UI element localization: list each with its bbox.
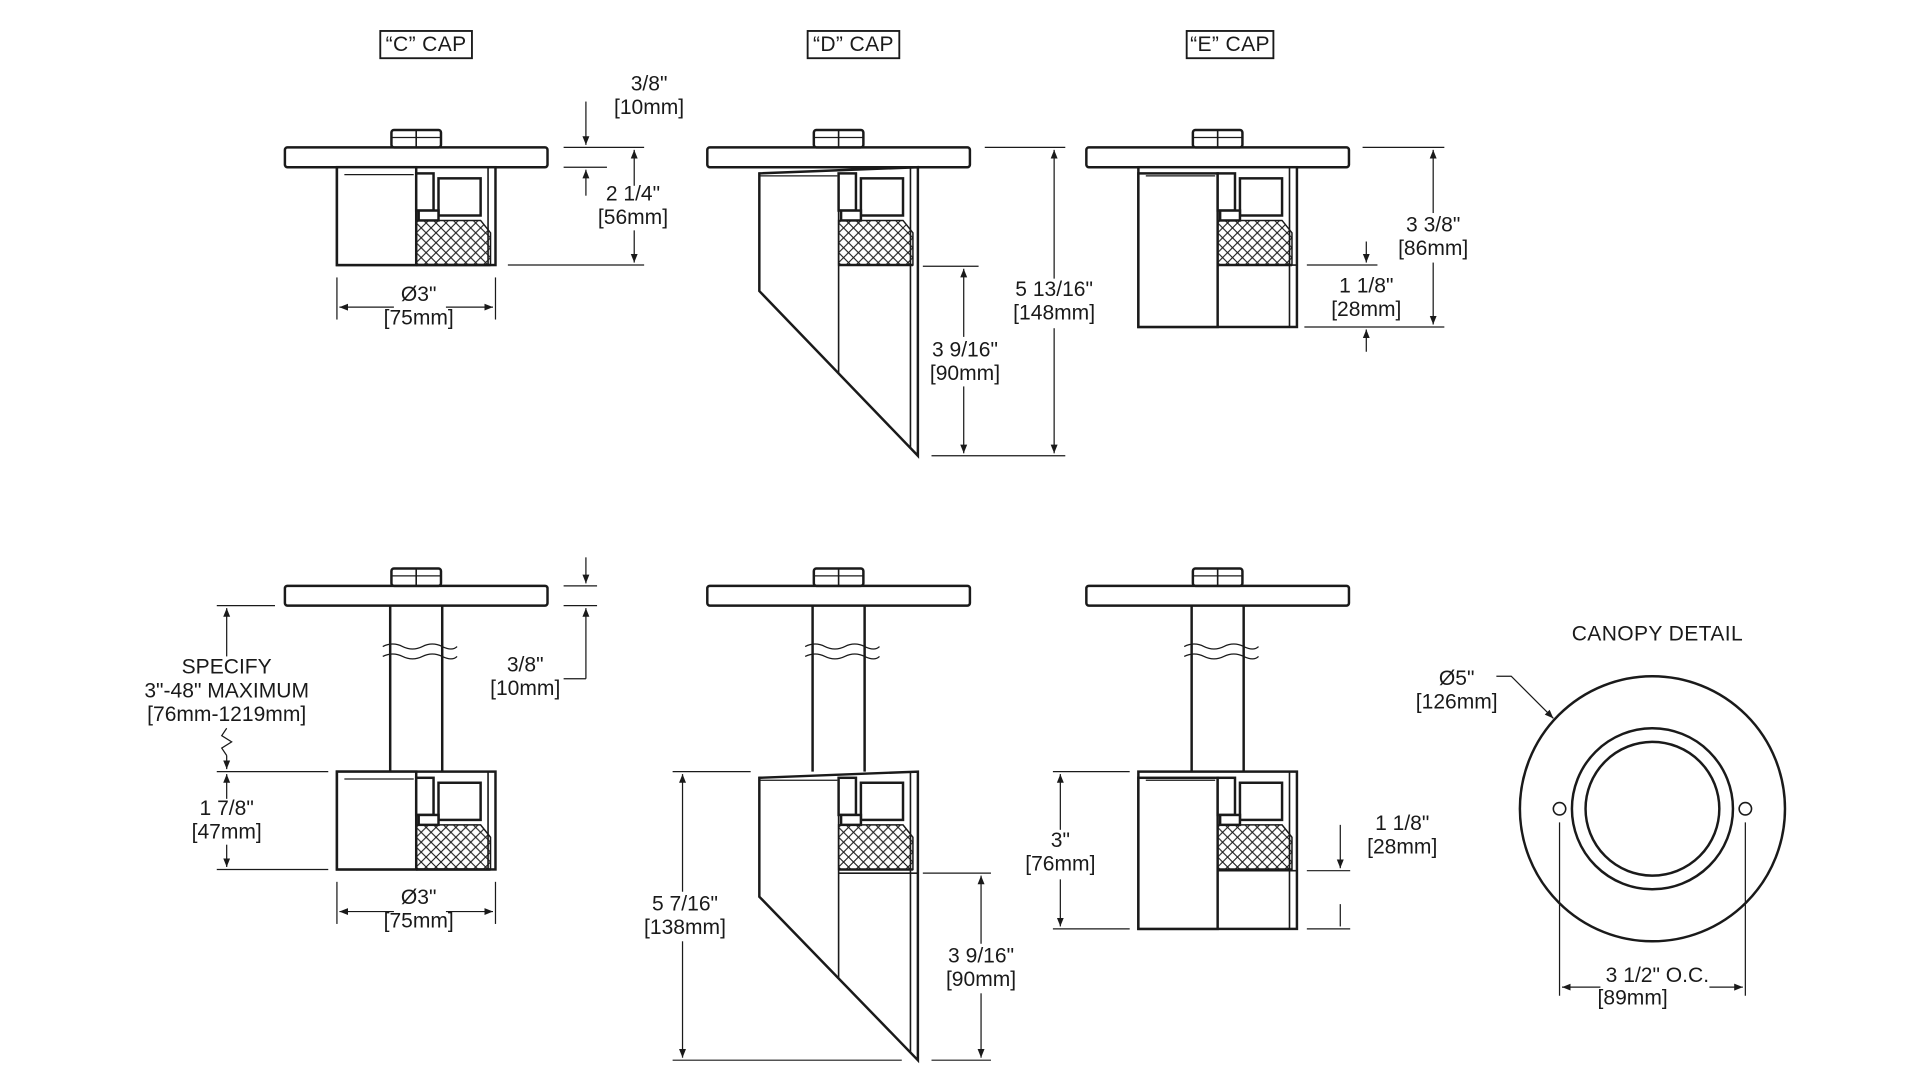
svg-text:Ø3": Ø3": [401, 886, 437, 909]
svg-text:[28mm]: [28mm]: [1367, 835, 1437, 858]
svg-text:3": 3": [1051, 829, 1070, 852]
svg-text:“D” CAP: “D” CAP: [813, 33, 894, 56]
svg-text:5 7/16": 5 7/16": [652, 892, 718, 915]
d-cap-top-dims: 5 13/16" [148mm] 3 9/16" [90mm]: [922, 146, 1095, 457]
svg-text:3 9/16": 3 9/16": [948, 944, 1014, 967]
e-cap-top-dims: 3 3/8" [86mm] 1 1/8" [28mm]: [1304, 146, 1468, 352]
svg-text:[75mm]: [75mm]: [384, 306, 454, 329]
e-cap-stem-view: [1085, 567, 1351, 931]
svg-text:[10mm]: [10mm]: [490, 677, 560, 700]
title-e-cap: “E” CAP: [1185, 30, 1275, 60]
svg-text:[10mm]: [10mm]: [614, 96, 684, 119]
svg-text:[47mm]: [47mm]: [192, 820, 262, 843]
title-canopy-detail: CANOPY DETAIL: [1572, 622, 1743, 645]
svg-text:2 1/4": 2 1/4": [606, 183, 660, 206]
svg-text:[75mm]: [75mm]: [384, 910, 454, 933]
e-cap-top-view: [1085, 128, 1351, 329]
title-c-cap: “C” CAP: [379, 30, 473, 60]
title-d-cap: “D” CAP: [806, 30, 901, 60]
c-cap-top-dims: 3/8" [10mm] 2 1/4" [56mm] Ø3" [75mm]: [336, 72, 684, 329]
svg-text:[90mm]: [90mm]: [930, 362, 1000, 385]
mounting-hole-right: [1738, 801, 1753, 816]
svg-text:[126mm]: [126mm]: [1416, 690, 1498, 713]
c-cap-top-view: [283, 128, 549, 267]
svg-text:“E” CAP: “E” CAP: [1190, 33, 1270, 56]
svg-text:“C” CAP: “C” CAP: [386, 33, 467, 56]
svg-text:5 13/16": 5 13/16": [1015, 278, 1093, 301]
svg-text:Ø3": Ø3": [401, 283, 437, 306]
svg-text:[138mm]: [138mm]: [644, 916, 726, 939]
mounting-hole-left: [1552, 801, 1567, 816]
svg-text:1 1/8": 1 1/8": [1375, 812, 1429, 835]
svg-text:3 1/2" O.C.: 3 1/2" O.C.: [1606, 964, 1709, 987]
svg-text:3 3/8": 3 3/8": [1406, 214, 1460, 237]
svg-text:[76mm-1219mm]: [76mm-1219mm]: [147, 703, 306, 726]
svg-text:3"-48" MAXIMUM: 3"-48" MAXIMUM: [144, 679, 309, 702]
canopy-detail-dims: Ø5" [126mm] 3 1/2" O.C. [89mm]: [1416, 667, 1746, 1009]
svg-text:[76mm]: [76mm]: [1025, 853, 1095, 876]
svg-text:Ø5": Ø5": [1439, 667, 1475, 690]
d-cap-stem-view: [706, 567, 972, 1064]
svg-text:[90mm]: [90mm]: [946, 968, 1016, 991]
svg-text:1 7/8": 1 7/8": [200, 797, 254, 820]
svg-text:[89mm]: [89mm]: [1598, 986, 1668, 1009]
canopy-detail-view: [1518, 675, 1787, 943]
d-cap-stem-dims: 5 7/16" [138mm] 3 9/16" [90mm]: [644, 770, 1016, 1061]
svg-text:1 1/8": 1 1/8": [1339, 274, 1393, 297]
svg-text:[28mm]: [28mm]: [1331, 298, 1401, 321]
svg-text:SPECIFY: SPECIFY: [182, 656, 272, 679]
svg-text:[86mm]: [86mm]: [1398, 237, 1468, 260]
svg-text:3 9/16": 3 9/16": [932, 339, 998, 362]
svg-text:3/8": 3/8": [507, 653, 544, 676]
d-cap-top-view: [706, 128, 972, 459]
c-cap-stem-dims: 3/8" [10mm] SPECIFY 3"-48" MAXIMUM [76mm…: [144, 557, 598, 933]
svg-text:[56mm]: [56mm]: [598, 206, 668, 229]
svg-text:3/8": 3/8": [631, 72, 668, 95]
e-cap-stem-dims: 3" [76mm] 1 1/8" [28mm]: [1025, 770, 1437, 930]
svg-text:[148mm]: [148mm]: [1013, 302, 1095, 325]
c-cap-stem-view: [283, 567, 549, 871]
